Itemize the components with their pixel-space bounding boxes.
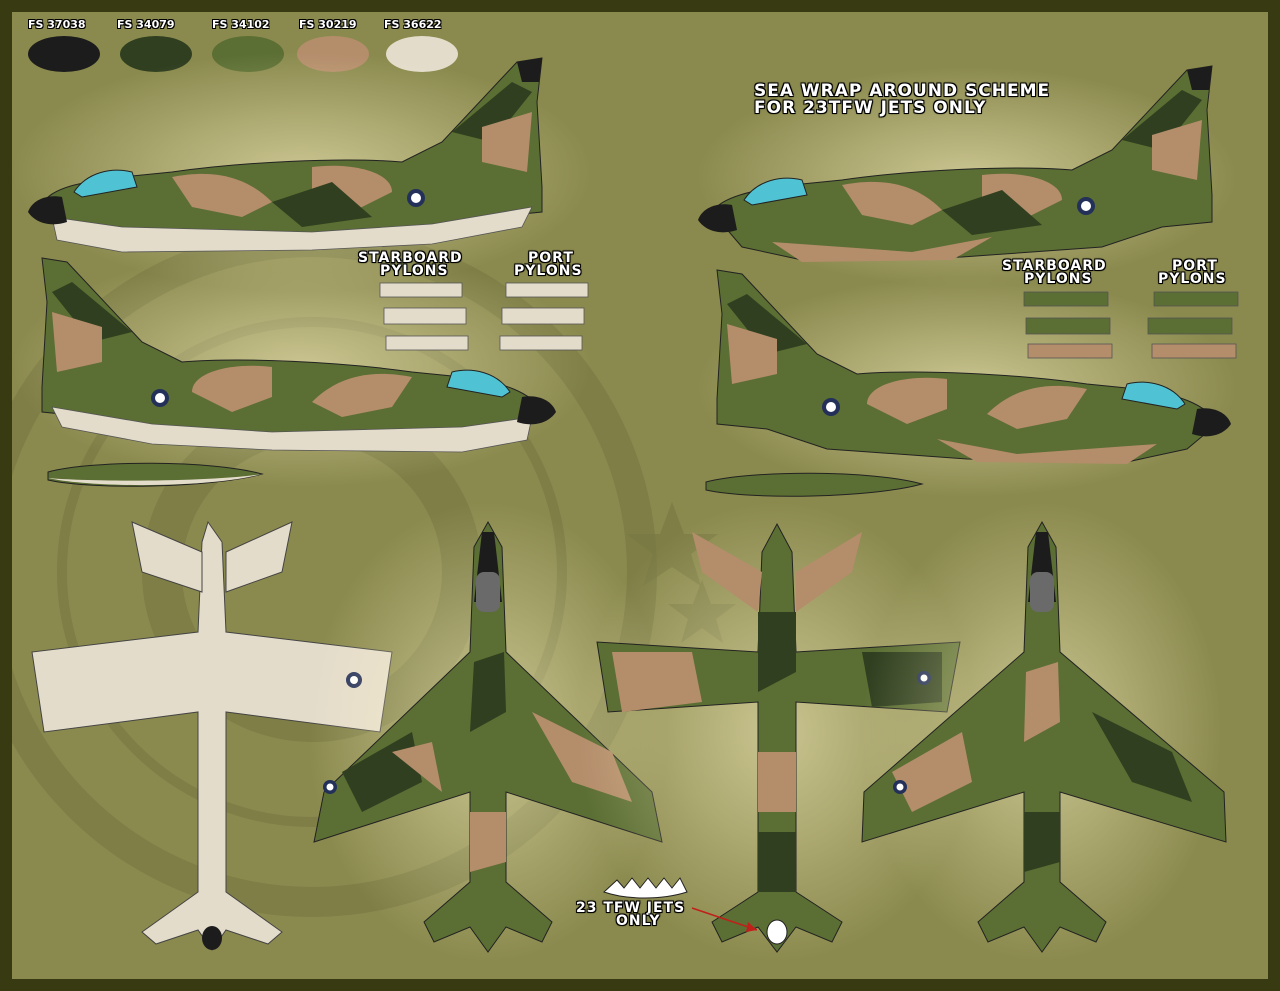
aircraft-side-profile-right-1 — [697, 65, 1237, 287]
swatch-label: FS 37038 — [28, 18, 86, 31]
swatch-fs-37038 — [28, 36, 100, 72]
shark-teeth-callout — [603, 877, 758, 932]
drop-tank-left — [47, 462, 264, 487]
swatch-label: FS 34079 — [117, 18, 175, 31]
starboard-pylons-label-right: PYLONS — [1024, 271, 1093, 287]
port-pylons-label-left: PYLONS — [514, 263, 583, 279]
drop-tank-right — [705, 472, 924, 497]
swatch-label: FS 36622 — [384, 18, 442, 31]
swatch-label: FS 30219 — [299, 18, 357, 31]
port-pylons-label-right: PYLONS — [1158, 271, 1227, 287]
pylons-left — [379, 282, 589, 351]
pylons-right — [1023, 291, 1239, 359]
aircraft-side-profile-left-1 — [12, 52, 592, 292]
starboard-pylons-label-right: STARBOARD — [1002, 258, 1107, 274]
scheme-title-line2: FOR 23TFW JETS ONLY — [754, 98, 987, 118]
aircraft-side-profile-left-2 — [12, 247, 592, 487]
profile-sheet: FS 37038 FS 34079 FS 34102 FS 30219 FS 3… — [12, 12, 1268, 979]
scheme-title-line1: SEA WRAP AROUND SCHEME — [754, 81, 1051, 101]
aircraft-profiles — [12, 52, 1239, 962]
port-pylons-label-right: PORT — [1172, 258, 1218, 274]
starboard-pylons-label-left: PYLONS — [380, 263, 449, 279]
starboard-pylons-label-left: STARBOARD — [358, 250, 463, 266]
swatch-label: FS 34102 — [212, 18, 270, 31]
callout-label-line2: ONLY — [616, 913, 661, 929]
aircraft-top-view-3 — [861, 502, 1227, 962]
port-pylons-label-left: PORT — [528, 250, 574, 266]
callout-label-line1: 23 TFW JETS — [576, 900, 686, 916]
aircraft-top-view-2 — [577, 502, 977, 962]
